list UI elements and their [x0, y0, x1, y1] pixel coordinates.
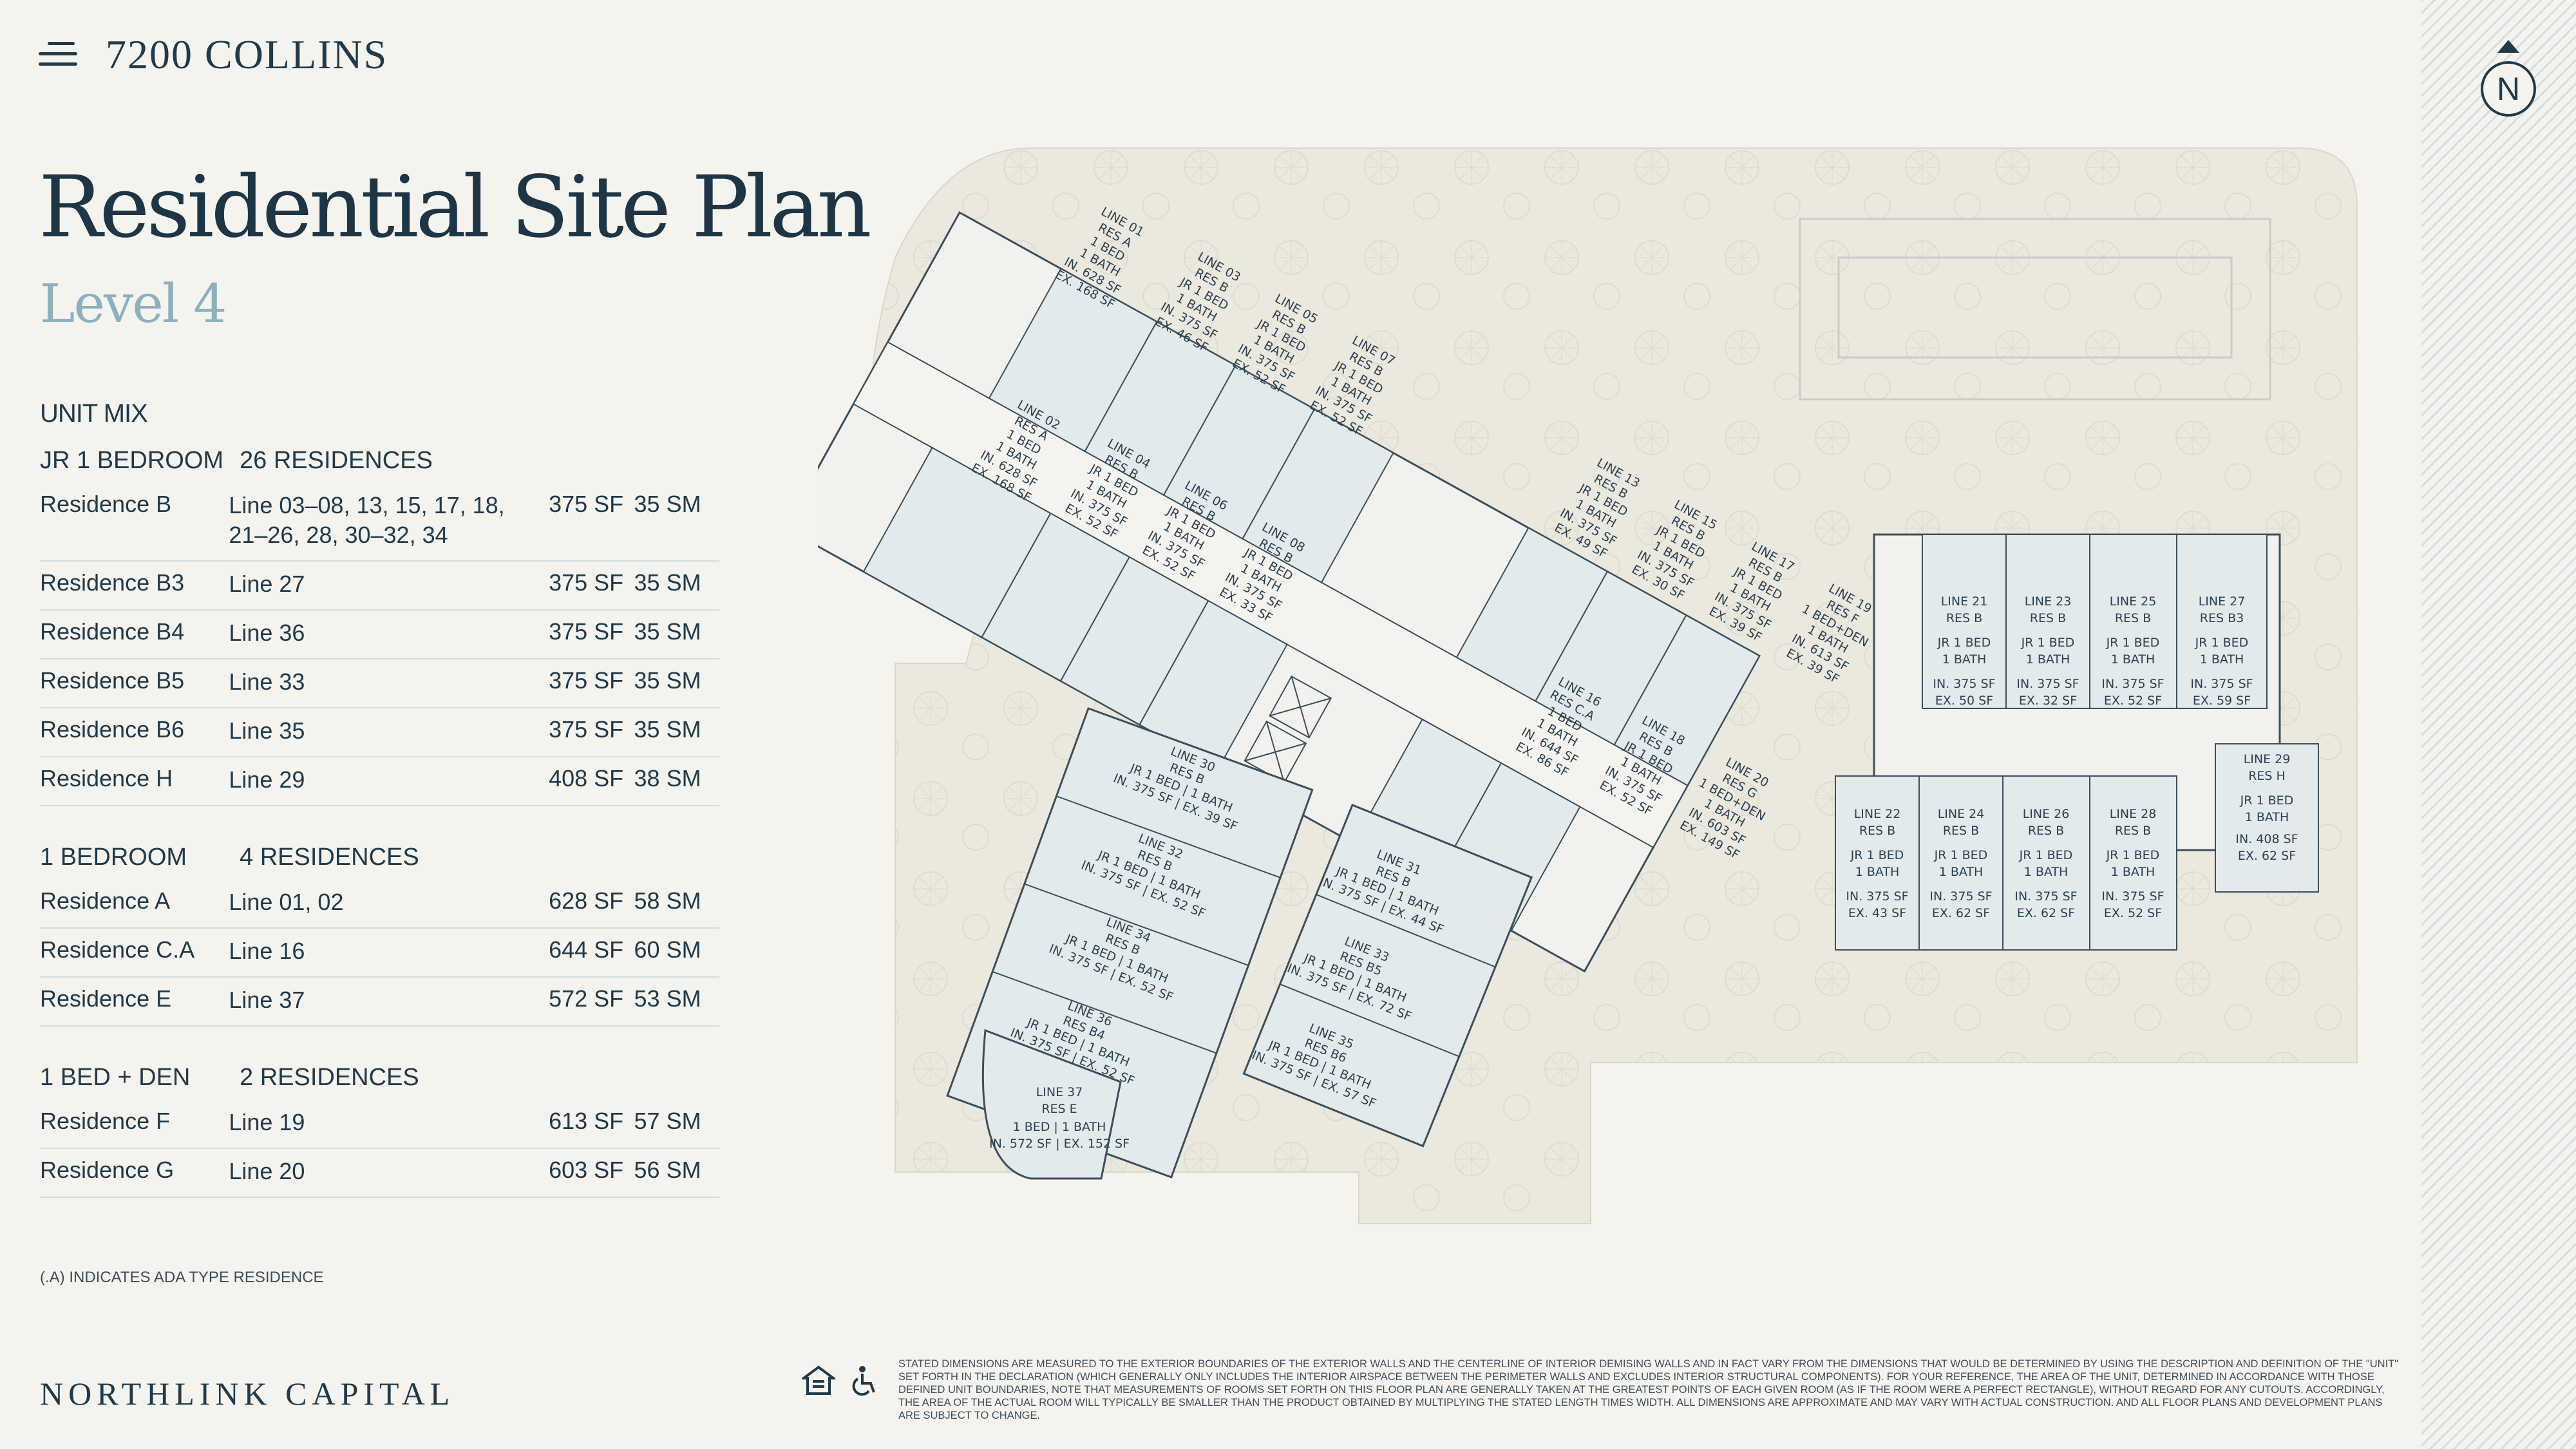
group-1bed-header: 1 BEDROOM 4 RESIDENCES — [40, 843, 419, 871]
legal-disclaimer: STATED DIMENSIONS ARE MEASURED TO THE EX… — [898, 1358, 2399, 1421]
equal-housing-icon — [802, 1365, 835, 1395]
ada-footnote: (.A) INDICATES ADA TYPE RESIDENCE — [40, 1269, 324, 1286]
header: 7200 COLLINS — [39, 26, 388, 84]
unit-mix-table: UNIT MIX JR 1 BEDROOM 26 RESIDENCES Resi… — [40, 399, 719, 1198]
north-arrow-icon — [2497, 40, 2519, 53]
developer-logo: NORTHLINK CAPITAL — [40, 1376, 455, 1412]
brand-title[interactable]: 7200 COLLINS — [106, 32, 388, 77]
site-plan: LINE 01RES A1 BED1 BATHIN. 628 SFEX. 168… — [818, 147, 2358, 1224]
group-jr1-header: JR 1 BEDROOM 26 RESIDENCES — [40, 446, 433, 474]
unit-label: LINE 04RES BJR 1 BED1 BATHIN. 375 SFEX. … — [1061, 433, 1160, 543]
page-title: Residential Site Plan — [39, 158, 872, 257]
unit-label: LINE 03RES BJR 1 BED1 BATHIN. 375 SFEX. … — [1151, 246, 1250, 356]
accessibility-icon — [852, 1366, 875, 1396]
group-1bed-den-header: 1 BED + DEN 2 RESIDENCES — [40, 1063, 419, 1091]
unit-line-37 — [981, 1028, 1122, 1180]
unit-label: LINE 19RES F1 BED+DEN1 BATHIN. 613 SFEX.… — [1777, 574, 1886, 690]
compass-north-icon: N — [2481, 61, 2536, 117]
page-subtitle-level: Level 4 — [40, 274, 227, 335]
legal-icons — [802, 1365, 878, 1397]
pool-deck — [1799, 218, 2271, 401]
menu-icon[interactable] — [39, 41, 77, 69]
unit-mix-heading: UNIT MIX — [40, 399, 148, 428]
pool — [1837, 256, 2233, 359]
decorative-hatch-band — [2421, 0, 2576, 1449]
